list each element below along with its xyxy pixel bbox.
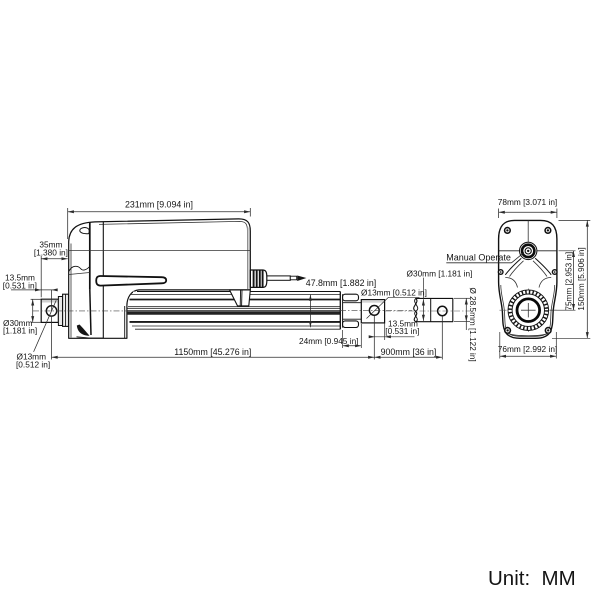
svg-text:[1.380 in]: [1.380 in] — [34, 248, 68, 258]
svg-text:13.5mm: 13.5mm — [388, 318, 418, 328]
svg-text:24mm [0.945 in]: 24mm [0.945 in] — [299, 336, 359, 346]
svg-text:Ø13mm: Ø13mm — [17, 352, 47, 362]
svg-text:47.8mm [1.882 in]: 47.8mm [1.882 in] — [306, 278, 376, 288]
svg-text:Ø 28.5mm [1.122 in]: Ø 28.5mm [1.122 in] — [468, 288, 477, 362]
svg-text:231mm [9.094 in]: 231mm [9.094 in] — [125, 199, 193, 209]
svg-text:[0.531 in]: [0.531 in] — [385, 326, 419, 336]
svg-text:Manual Operate: Manual Operate — [446, 252, 511, 262]
svg-text:13.5mm: 13.5mm — [5, 273, 35, 283]
svg-text:Unit: MM: Unit: MM — [488, 567, 576, 590]
svg-text:900mm [36 in]: 900mm [36 in] — [381, 347, 437, 357]
svg-text:Ø13mm [0.512 in]: Ø13mm [0.512 in] — [361, 288, 427, 298]
svg-text:76mm [2.992 in]: 76mm [2.992 in] — [498, 344, 558, 354]
svg-text:1150mm [45.276 in]: 1150mm [45.276 in] — [174, 347, 251, 357]
svg-text:75mm [2.953 in]: 75mm [2.953 in] — [564, 252, 573, 311]
svg-text:150mm [5.906 in]: 150mm [5.906 in] — [577, 247, 586, 310]
svg-text:[0.531 in]: [0.531 in] — [3, 280, 37, 290]
svg-text:[1.181 in]: [1.181 in] — [3, 326, 37, 336]
svg-text:78mm [3.071 in]: 78mm [3.071 in] — [498, 197, 558, 207]
svg-text:[0.512 in]: [0.512 in] — [16, 360, 50, 370]
svg-text:35mm: 35mm — [39, 240, 62, 250]
svg-text:Ø30mm [1.181 in]: Ø30mm [1.181 in] — [407, 268, 473, 278]
svg-text:Ø30mm: Ø30mm — [3, 318, 33, 328]
